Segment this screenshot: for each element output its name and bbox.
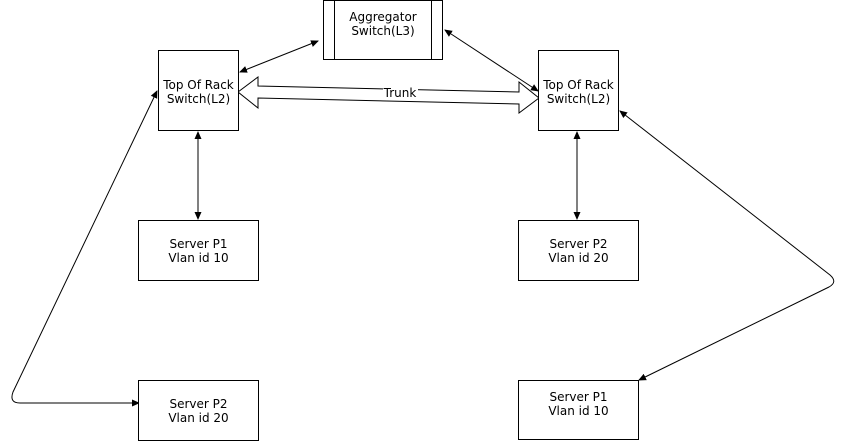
server-right-top-label-line2: Vlan id 20	[548, 251, 608, 265]
tor-right-label-line2: Switch(L2)	[547, 92, 610, 106]
edge-aggregator-to-tor-right	[444, 29, 539, 92]
aggregator-switch-box	[323, 0, 443, 60]
server-right-bottom-box	[518, 380, 639, 440]
edge-tor-left-to-aggregator	[239, 40, 319, 73]
trunk-label: Trunk	[383, 86, 417, 100]
server-left-top-label-line2: Vlan id 10	[168, 251, 228, 265]
server-left-top-label-line1: Server P1	[169, 237, 227, 251]
server-right-top-node: Server P2 Vlan id 20	[518, 220, 639, 281]
trunk-link: Trunk	[237, 76, 540, 114]
server-right-top-box	[518, 220, 639, 281]
tor-left-label-line2: Switch(L2)	[167, 92, 230, 106]
server-right-bottom-label-line1: Server P1	[549, 390, 607, 404]
server-right-top-label-line1: Server P2	[549, 237, 607, 251]
server-left-bottom-label-line1: Server P2	[169, 397, 227, 411]
aggregator-label-line2: Switch(L3)	[351, 24, 414, 38]
server-left-top-box	[138, 220, 259, 281]
connectors	[11, 29, 835, 407]
server-left-top-node: Server P1 Vlan id 10	[138, 220, 259, 281]
trunk-label-bg	[383, 86, 418, 100]
aggregator-label-line1: Aggregator	[349, 10, 417, 24]
tor-left-label-line1: Top Of Rack	[162, 78, 234, 92]
server-left-bottom-box	[138, 380, 259, 441]
server-left-bottom-label-line2: Vlan id 20	[168, 411, 228, 425]
aggregator-switch-node: Aggregator Switch(L3)	[323, 0, 443, 60]
edge-tor-right-to-server-right-bottom	[619, 110, 835, 381]
tor-switch-right-node: Top Of Rack Switch(L2)	[538, 50, 619, 131]
tor-switch-left-node: Top Of Rack Switch(L2)	[158, 50, 239, 131]
server-left-bottom-node: Server P2 Vlan id 20	[138, 380, 259, 441]
tor-switch-right-box	[538, 50, 619, 131]
tor-switch-left-box	[158, 50, 239, 131]
server-right-bottom-label-line2: Vlan id 10	[548, 404, 608, 418]
edge-tor-left-to-server-left-bottom	[11, 90, 158, 407]
tor-right-label-line1: Top Of Rack	[542, 78, 614, 92]
server-right-bottom-node: Server P1 Vlan id 10	[518, 380, 639, 440]
